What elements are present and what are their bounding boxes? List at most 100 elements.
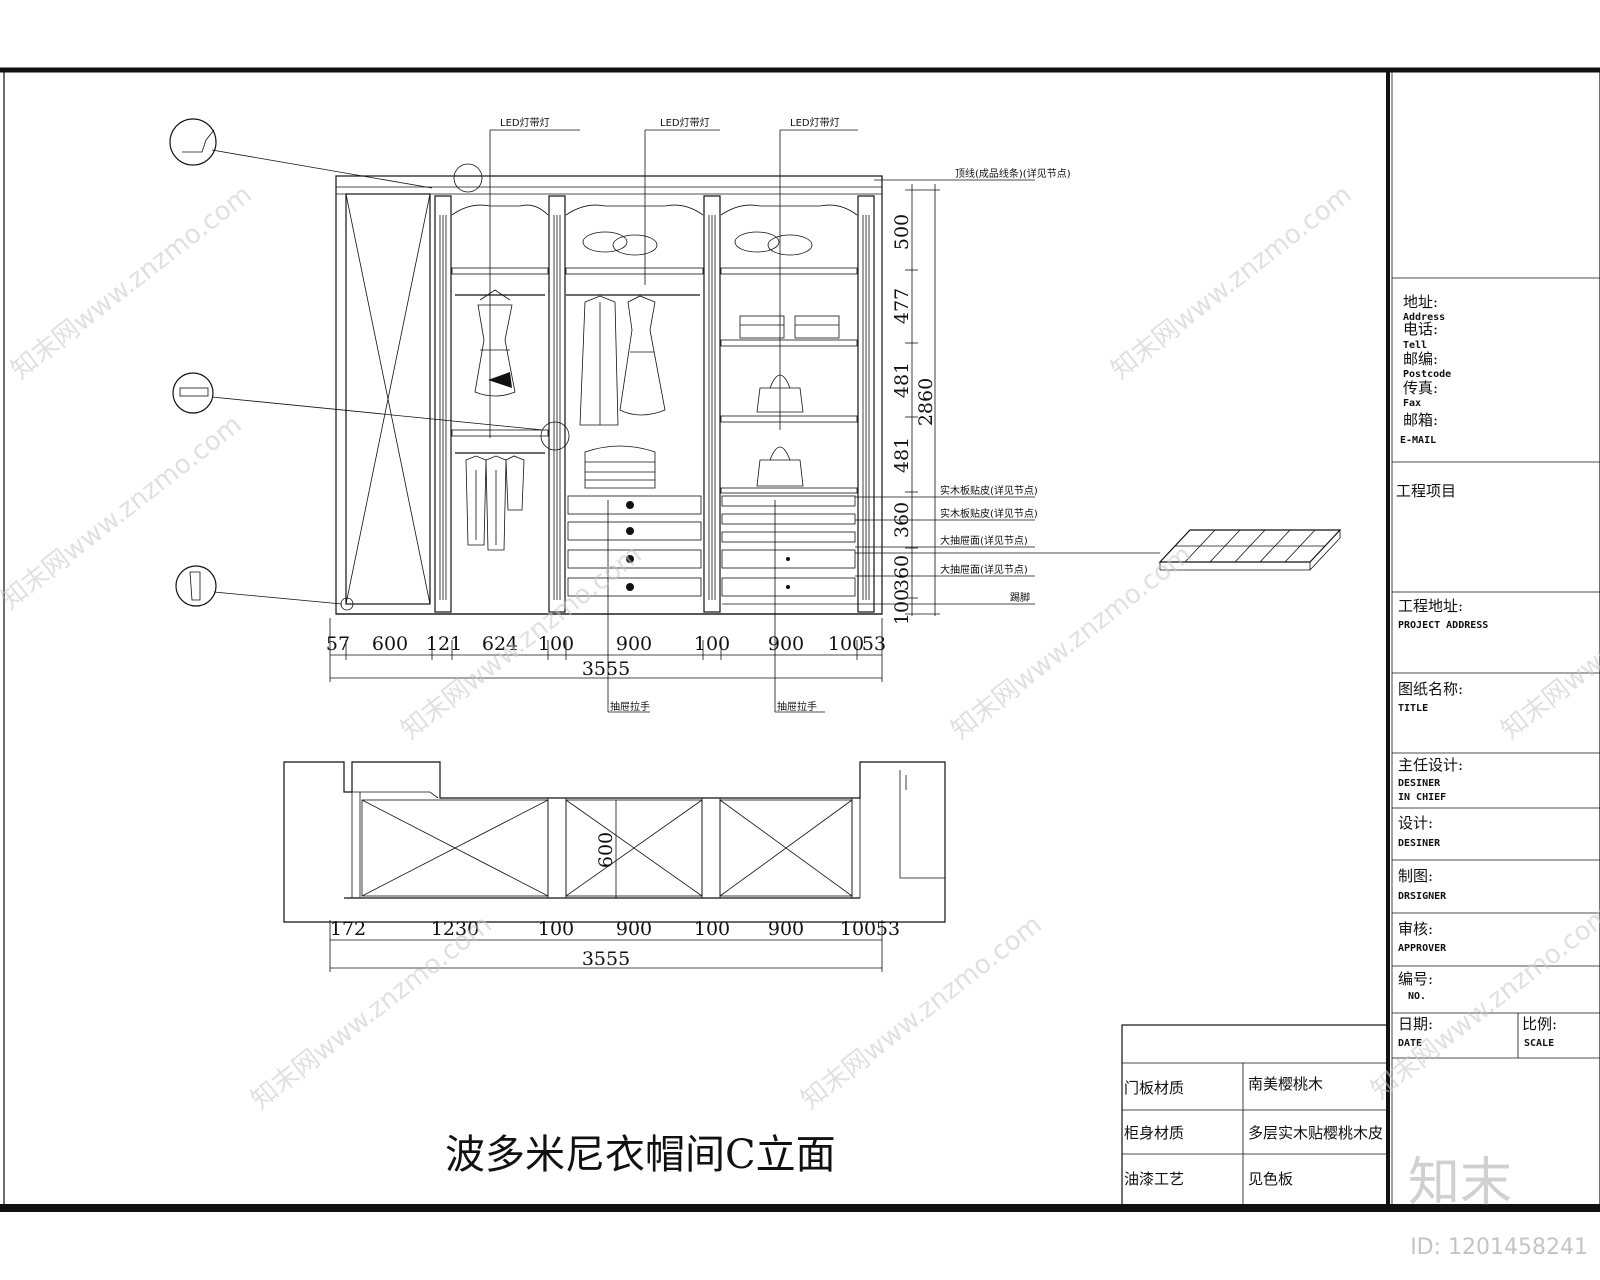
tb-address-cn: 地址:	[1403, 293, 1438, 311]
vertical-dimensions	[905, 184, 940, 616]
watermark-text: 知末网www.znzmo.com	[246, 910, 498, 1116]
vdim-360-a: 360	[891, 502, 913, 538]
tb-title-cn: 图纸名称:	[1398, 680, 1463, 698]
material-label-paint: 油漆工艺	[1124, 1170, 1184, 1188]
led-label-2: LED灯带灯	[660, 117, 710, 129]
tb-number-cn: 编号:	[1398, 970, 1433, 988]
tb-drafter-en: DRSIGNER	[1398, 891, 1447, 902]
tb-postcode-en: Postcode	[1403, 369, 1451, 380]
plan-hdim-100-c: 100	[840, 918, 876, 940]
tb-designer-cn: 设计:	[1398, 814, 1433, 832]
watermark-text: 知末网www.znzmo.com	[1496, 540, 1600, 746]
cabinet-plan: 600 172 1230 100 900 100 900 100 53 3555	[283, 761, 946, 972]
tb-address-en: Address	[1403, 312, 1445, 323]
plan-hdim-900-b: 900	[768, 918, 804, 940]
horizontal-dimensions	[329, 618, 883, 682]
plan-hdim-900-a: 900	[616, 918, 652, 940]
hdim-100-c: 100	[828, 633, 864, 655]
handle-label-1: 抽屉拉手	[610, 700, 650, 713]
watermark-text: 知末网www.znzmo.com	[0, 410, 248, 616]
watermark-text: 知末网www.znzmo.com	[6, 180, 258, 386]
tb-drafter-cn: 制图:	[1398, 867, 1433, 885]
hdim-57: 57	[326, 633, 350, 655]
leader-panel-1: 实木板贴皮(详见节点)	[940, 484, 1038, 497]
tb-date-cn: 日期:	[1398, 1015, 1433, 1033]
led-label-3: LED灯带灯	[790, 117, 840, 129]
pilasters	[434, 195, 875, 613]
tb-fax-en: Fax	[1403, 398, 1421, 409]
vdim-100: 100	[891, 589, 913, 625]
plan-hdim-total: 3555	[582, 948, 630, 970]
right-leaders	[855, 179, 1035, 605]
drawing-title: 波多米尼衣帽间C立面	[445, 1132, 836, 1178]
tb-email-cn: 邮箱:	[1403, 411, 1438, 429]
tb-chief-en1: DESINER	[1398, 778, 1441, 789]
material-value-door: 南美樱桃木	[1248, 1075, 1323, 1093]
tb-fax-cn: 传真:	[1403, 379, 1438, 397]
watermark-image-id: ID: 1201458241	[1410, 1235, 1588, 1260]
plan-hdim-1230: 1230	[431, 918, 479, 940]
hdim-100-a: 100	[538, 633, 574, 655]
plan-hdim-53: 53	[876, 918, 900, 940]
vdim-total: 2860	[915, 378, 937, 426]
tb-email-en: E-MAIL	[1400, 435, 1436, 446]
cabinet-elevation: LED灯带灯 LED灯带灯 LED灯带灯 顶线(成品线条)(详见节点) 实木板贴…	[169, 117, 1342, 713]
tb-designer-en: DESINER	[1398, 838, 1441, 849]
hanging-dress	[474, 289, 516, 397]
hdim-121: 121	[426, 633, 462, 655]
title-block	[1386, 70, 1600, 1208]
tb-chief-en2: IN CHIEF	[1398, 792, 1446, 803]
sheet-frame	[0, 67, 1600, 1212]
leader-crown: 顶线(成品线条)(详见节点)	[955, 167, 1071, 180]
vdim-481-a: 481	[891, 362, 913, 398]
drawers-right	[721, 495, 856, 605]
tb-approver-en: APPROVER	[1398, 943, 1447, 954]
hdim-900-a: 900	[616, 633, 652, 655]
tb-chief-cn: 主任设计:	[1398, 756, 1463, 774]
left-door	[345, 193, 431, 605]
vdim-481-b: 481	[891, 437, 913, 473]
vdim-477: 477	[891, 288, 913, 324]
tb-project-address-en: PROJECT ADDRESS	[1398, 620, 1488, 631]
tb-scale-en: SCALE	[1524, 1038, 1554, 1049]
vdim-500: 500	[891, 214, 913, 250]
plan-hdim-172: 172	[330, 918, 366, 940]
drawers-middle	[567, 495, 702, 597]
drawer-insert-detail	[855, 529, 1342, 571]
led-label-1: LED灯带灯	[500, 117, 550, 129]
tb-approver-cn: 审核:	[1398, 920, 1433, 938]
hdim-600: 600	[372, 633, 408, 655]
led-leaders	[489, 129, 858, 438]
tb-number-en: NO.	[1408, 991, 1426, 1002]
plan-hdim-100-b: 100	[694, 918, 730, 940]
tb-project: 工程项目	[1396, 482, 1456, 500]
hanging-shirts	[465, 455, 525, 551]
plan-depth: 600	[595, 832, 617, 868]
hdim-900-b: 900	[768, 633, 804, 655]
detail-callouts	[169, 118, 570, 611]
watermark-brand: 知末	[1408, 1153, 1512, 1213]
watermark-text: 知末网www.znzmo.com	[796, 910, 1048, 1116]
tb-scale-cn: 比例:	[1522, 1015, 1557, 1033]
hdim-total: 3555	[582, 658, 630, 680]
material-value-paint: 见色板	[1248, 1170, 1293, 1188]
handle-label-2: 抽屉拉手	[777, 700, 817, 713]
hanging-coat	[579, 295, 666, 426]
vdim-360-b: 360	[891, 555, 913, 591]
tb-title-en: TITLE	[1398, 703, 1428, 714]
tb-date-en: DATE	[1398, 1038, 1422, 1049]
material-value-body: 多层实木贴樱桃木皮	[1248, 1124, 1383, 1142]
leader-panel-2: 实木板贴皮(详见节点)	[940, 507, 1038, 520]
watermark-text: 知末网www.znzmo.com	[1106, 180, 1358, 386]
tb-project-address-cn: 工程地址:	[1398, 597, 1463, 615]
leader-skirting: 踢脚	[1010, 591, 1030, 604]
material-label-body: 柜身材质	[1124, 1124, 1184, 1142]
leader-drawer-2: 大抽屉面(详见节点)	[940, 563, 1028, 576]
hdim-53: 53	[862, 633, 886, 655]
tb-tel-cn: 电话:	[1403, 320, 1438, 338]
leader-drawer-1: 大抽屉面(详见节点)	[940, 534, 1028, 547]
tb-tel-en: Tell	[1403, 340, 1427, 351]
plan-hdim-100-a: 100	[538, 918, 574, 940]
hdim-100-b: 100	[694, 633, 730, 655]
